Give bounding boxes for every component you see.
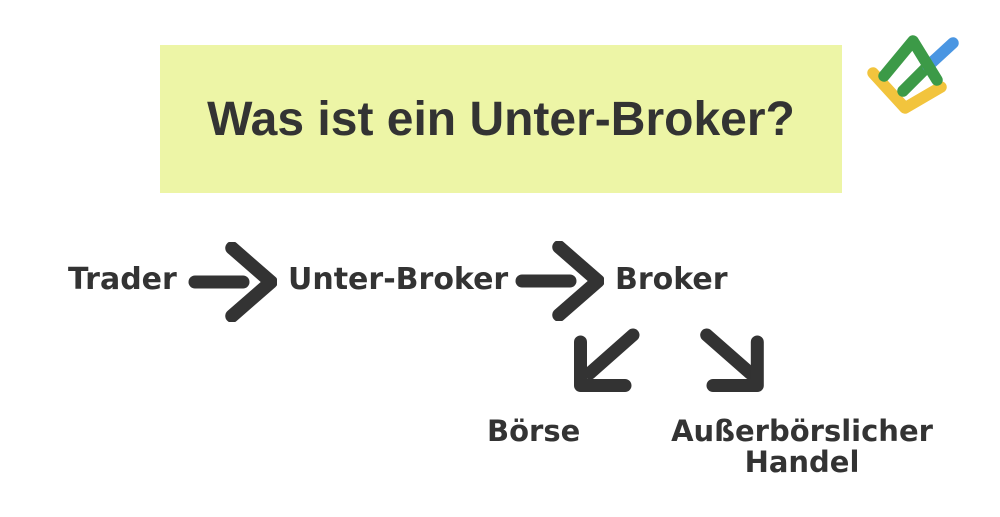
- flow-node-broker: Broker: [615, 262, 728, 297]
- title-banner: Was ist ein Unter-Broker?: [160, 45, 842, 193]
- branch-label-ausserboerslicher-handel: Außerbörslicher Handel: [671, 414, 933, 479]
- flow-node-trader: Trader: [68, 262, 177, 297]
- arrow-down-left-icon: [574, 328, 640, 392]
- arrow-right-icon: [515, 241, 604, 321]
- branch-label-boerse: Börse: [487, 414, 581, 448]
- page-title: Was ist ein Unter-Broker?: [207, 92, 795, 146]
- arrow-down-right-icon: [700, 328, 764, 392]
- arrow-right-icon: [188, 242, 277, 322]
- litefinance-logo-icon: [867, 35, 959, 114]
- flow-node-unter-broker: Unter-Broker: [288, 262, 509, 297]
